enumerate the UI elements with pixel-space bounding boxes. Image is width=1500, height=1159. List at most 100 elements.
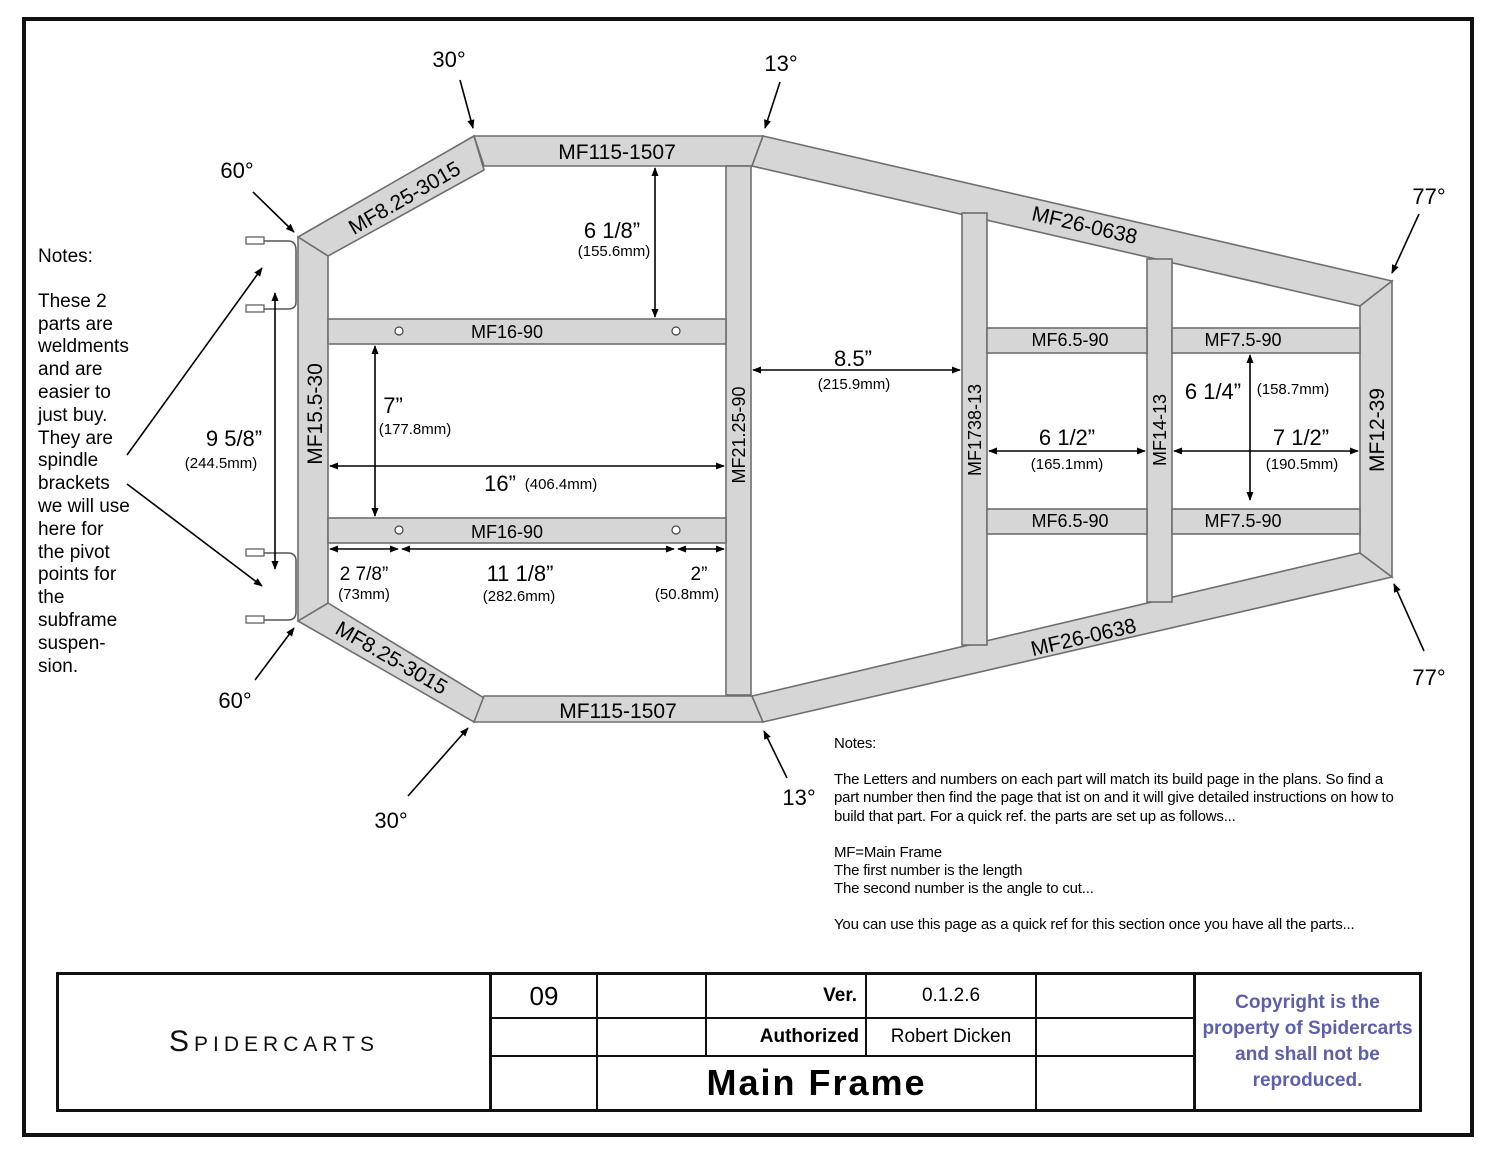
angle-top-30: 30° (432, 47, 465, 72)
notes-bottom-heading: Notes: (834, 735, 877, 752)
dim-7: 7” (383, 393, 403, 418)
empty-cell (598, 975, 707, 1019)
notes-left-line: spindle (38, 450, 99, 472)
angle-bottom-30: 30° (374, 808, 407, 833)
label-short-lower-1: MF6.5-90 (1031, 511, 1108, 531)
angle-arrow (252, 191, 295, 233)
dim-614: 6 1/4” (1185, 379, 1241, 404)
notes-bottom: Notes: The Letters and numbers on each p… (834, 735, 1434, 935)
label-crossmember-upper: MF16-90 (471, 322, 543, 342)
angle-arrow (1391, 213, 1420, 274)
bracket-bolt (245, 615, 265, 624)
dim-712-mm: (190.5mm) (1266, 456, 1339, 473)
notes-bottom-line: part number then find the page that ist … (834, 789, 1394, 807)
notes-bottom-line: MF=Main Frame (834, 843, 942, 861)
auth-value: Robert Dicken (890, 1026, 1012, 1047)
auth-value-cell: Robert Dicken (867, 1019, 1037, 1057)
bracket-bolt (245, 236, 265, 245)
angle-arrow (1393, 583, 1425, 652)
tube-short-upper-1 (986, 327, 1148, 354)
label-center-upright: MF21.25-90 (729, 386, 749, 483)
page-number-cell: 09 (489, 975, 598, 1019)
dim-712: 7 1/2” (1273, 425, 1329, 450)
dim-278-mm: (73mm) (338, 586, 390, 603)
bolt-hole (671, 326, 681, 336)
notes-bottom-line: build that part. For a quick ref. the pa… (834, 807, 1236, 825)
empty-cell (1037, 1019, 1196, 1057)
notes-left-line: just buy. (38, 404, 108, 426)
notes-left-line: here for (38, 518, 104, 540)
angle-upper-60: 60° (220, 158, 253, 183)
empty-cell (598, 1019, 707, 1057)
spindle-bracket-lower (262, 552, 297, 621)
empty-cell (1037, 975, 1196, 1019)
tube-left-end (297, 235, 329, 623)
bracket-bolt (245, 548, 265, 557)
label-top-left-diagonal: MF8.25-3015 (345, 157, 465, 239)
notes-left-line: the pivot (38, 541, 110, 563)
notes-left-line: and are (38, 359, 103, 381)
dim-958: 9 5/8” (206, 426, 262, 451)
ver-label-cell: Ver. (707, 975, 867, 1019)
empty-cell (489, 1057, 598, 1109)
notes-left-line: brackets (38, 473, 110, 495)
tube-crossmember-lower (327, 517, 727, 544)
dim-16: 16” (484, 471, 516, 496)
tube-upright-3 (961, 212, 988, 646)
dim-1118: 11 1/8” (487, 561, 554, 586)
tube-short-lower-2 (1171, 508, 1361, 535)
copyright-line: reproduced. (1252, 1070, 1363, 1091)
tube-crossmember-upper (327, 318, 727, 345)
notes-left-line: These 2 (38, 290, 107, 312)
drawing-title-cell: Main Frame (598, 1057, 1037, 1109)
dim-85-mm: (215.9mm) (818, 376, 891, 393)
auth-label: Authorized (759, 1026, 859, 1047)
empty-cell (489, 1019, 598, 1057)
notes-left-line: weldments (38, 336, 129, 358)
ver-label: Ver. (823, 985, 857, 1006)
angle-arrow (764, 81, 781, 129)
angle-bottom-13: 13° (782, 785, 815, 810)
notes-left-line: easier to (38, 381, 111, 403)
label-short-lower-2: MF7.5-90 (1204, 511, 1281, 531)
dim-958-mm: (244.5mm) (185, 455, 258, 472)
dim-16-mm: (406.4mm) (525, 476, 598, 493)
drawing-border (22, 17, 1474, 1137)
angle-arrow (254, 627, 295, 681)
notes-left: Notes: These 2 parts are weldments and a… (38, 246, 148, 678)
label-upright-3: MF1738-13 (965, 384, 985, 476)
notes-left-line: points for (38, 564, 117, 586)
tube-short-upper-2 (1171, 327, 1361, 354)
dim-7-mm: (177.8mm) (379, 421, 452, 438)
copyright-line: and shall not be (1235, 1044, 1380, 1065)
notes-bottom-line: You can use this page as a quick ref for… (834, 916, 1355, 934)
bolt-hole (394, 326, 404, 336)
notes-left-line: sion. (38, 655, 79, 677)
label-left-end: MF15.5-30 (304, 363, 327, 465)
label-bottom-rail: MF115-1507 (559, 700, 677, 723)
note-leader-upper (126, 267, 263, 456)
ver-value-cell: 0.1.2.6 (867, 975, 1037, 1019)
copyright-line: Copyright is the (1235, 992, 1380, 1013)
drawing-title: Main Frame (706, 1062, 927, 1103)
copyright-line: property of Spidercarts (1202, 1018, 1413, 1039)
tube-right-end (1359, 279, 1393, 579)
auth-label-cell: Authorized (707, 1019, 867, 1057)
dim-612: 6 1/2” (1039, 425, 1095, 450)
notes-bottom-line: The first number is the length (834, 862, 1023, 880)
dim-614-mm: (158.7mm) (1257, 381, 1330, 398)
note-leader-lower (126, 483, 263, 587)
copyright-notice: Copyright is the property of Spidercarts… (1196, 975, 1419, 1109)
dim-2-mm: (50.8mm) (655, 586, 719, 603)
notes-left-line: the (38, 587, 65, 609)
label-short-upper-1: MF6.5-90 (1031, 330, 1108, 350)
ver-value: 0.1.2.6 (921, 985, 981, 1006)
title-block: Spidercarts 09 Ver. 0.1.2.6 Authorized R… (56, 972, 1422, 1112)
angle-arrow (763, 730, 788, 779)
angle-upper-77: 77° (1412, 184, 1445, 209)
label-short-upper-2: MF7.5-90 (1204, 330, 1281, 350)
dim-85: 8.5” (834, 346, 872, 371)
notes-left-line: subframe (38, 609, 118, 631)
dim-278: 2 7/8” (340, 564, 389, 585)
